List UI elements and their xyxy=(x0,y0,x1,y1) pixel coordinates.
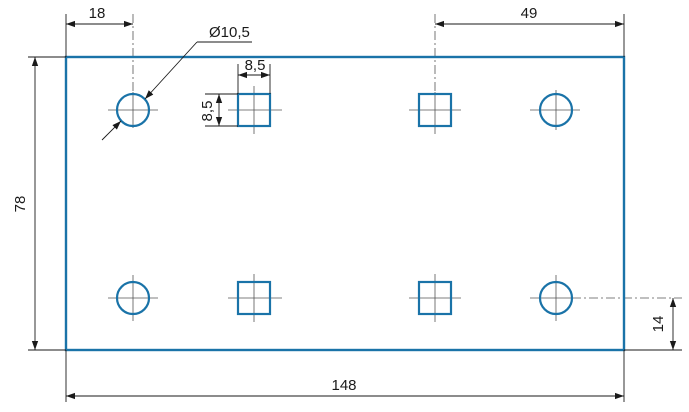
center-marks xyxy=(108,86,580,322)
hole-bottom-right xyxy=(538,280,574,316)
hole-bottom-left xyxy=(115,280,151,316)
dim-label-square-height: 8,5 xyxy=(199,101,216,122)
square-bottom-left xyxy=(236,280,272,316)
dim-label-diameter: Ø10,5 xyxy=(209,24,250,41)
dim-label-14: 14 xyxy=(650,316,667,333)
dim-label-square-width: 8,5 xyxy=(245,57,266,74)
dim-label-18: 18 xyxy=(89,5,106,22)
plate-outline xyxy=(64,55,626,352)
square-top-right xyxy=(417,92,453,128)
round-holes xyxy=(115,92,574,316)
square-holes xyxy=(236,92,453,316)
dim-label-49: 49 xyxy=(521,5,538,22)
dim-label-78: 78 xyxy=(12,196,29,213)
dimension-lines xyxy=(28,14,682,402)
square-top-left xyxy=(236,92,272,128)
square-bottom-right xyxy=(417,280,453,316)
hole-top-left xyxy=(115,92,151,128)
hole-top-right xyxy=(538,92,574,128)
dim-label-148: 148 xyxy=(331,377,356,394)
